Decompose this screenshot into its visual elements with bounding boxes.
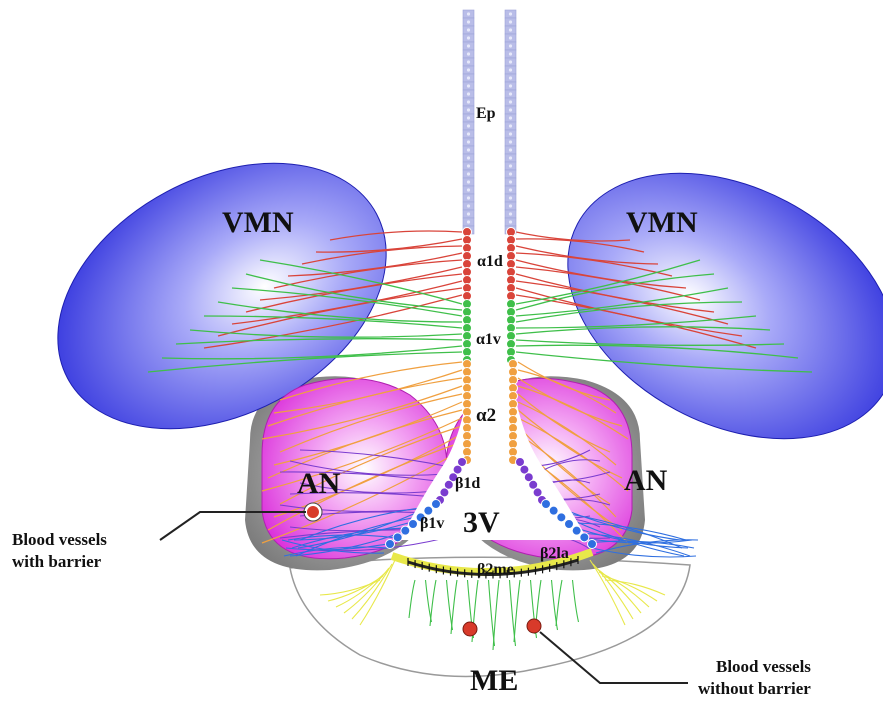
label-ep: Ep [476, 105, 496, 122]
ependymal-nucleus [509, 164, 512, 167]
ependymal-nucleus [467, 28, 470, 31]
label-beta2me: β2me [477, 561, 514, 578]
annotation-without-barrier-1: Blood vessels [716, 657, 811, 676]
ependymal-nucleus [467, 68, 470, 71]
tanycyte-cell [401, 526, 410, 535]
annotation-with-barrier-1: Blood vessels [12, 530, 107, 549]
ependymal-nucleus [467, 60, 470, 63]
ependymal-nucleus [467, 148, 470, 151]
label-vmn-left: VMN [222, 206, 294, 239]
ependymal-nucleus [467, 156, 470, 159]
ependymal-nucleus [467, 44, 470, 47]
label-vmn-right: VMN [626, 206, 698, 239]
ependymal-nucleus [467, 180, 470, 183]
ependymal-nucleus [509, 68, 512, 71]
ependymal-nucleus [509, 156, 512, 159]
ependymal-nucleus [509, 44, 512, 47]
ependymal-nucleus [509, 20, 512, 23]
ependymal-nucleus [467, 164, 470, 167]
ependymal-nucleus [467, 116, 470, 119]
tanycyte-cell [542, 500, 551, 509]
ependymal-nucleus [509, 52, 512, 55]
ependymal-nucleus [467, 212, 470, 215]
ependymal-nucleus [467, 100, 470, 103]
ependymal-nucleus [467, 196, 470, 199]
ependymal-nucleus [509, 196, 512, 199]
ependymal-nucleus [467, 172, 470, 175]
label-an-left: AN [297, 467, 341, 500]
tanycyte-cell [549, 506, 558, 515]
ependymal-nucleus [509, 212, 512, 215]
ependymal-nucleus [509, 172, 512, 175]
ependymal-nucleus [467, 220, 470, 223]
annotation-without-barrier-2: without barrier [698, 679, 811, 698]
ependymal-nucleus [509, 12, 512, 15]
label-an-right: AN [624, 464, 668, 497]
vessel-with-barrier [304, 503, 322, 521]
vessel-without-barrier-1 [463, 622, 477, 636]
tanycyte-cell [565, 520, 574, 529]
ependymal-nucleus [509, 76, 512, 79]
label-3v: 3V [463, 506, 500, 539]
ependymal-nucleus [467, 36, 470, 39]
label-alpha2: α2 [476, 405, 496, 426]
ependymal-nucleus [467, 204, 470, 207]
tanycyte-cell [557, 513, 566, 522]
ependymal-nucleus [509, 60, 512, 63]
tanycyte-cell [432, 500, 441, 509]
label-alpha1v: α1v [476, 331, 501, 348]
annotation-with-barrier-2: with barrier [12, 552, 102, 571]
ependymal-nucleus [509, 100, 512, 103]
tanycyte-cell [424, 506, 433, 515]
ependymal-nucleus [509, 28, 512, 31]
ependymal-nucleus [467, 52, 470, 55]
label-beta2la: β2la [540, 545, 569, 562]
ependymal-nucleus [467, 84, 470, 87]
tanycyte-cell [386, 540, 395, 549]
label-beta1v: β1v [420, 515, 444, 532]
label-me: ME [470, 664, 518, 697]
ependymal-nucleus [509, 124, 512, 127]
ependymal-nucleus [509, 220, 512, 223]
ependymal-nucleus [509, 36, 512, 39]
tanycyte-cell [580, 533, 589, 542]
ependymal-nucleus [509, 188, 512, 191]
ependymal-nucleus [509, 204, 512, 207]
ependymal-nucleus [467, 12, 470, 15]
tanycyte-cell [409, 520, 418, 529]
label-beta1d: β1d [455, 475, 480, 492]
ependymal-nucleus [509, 148, 512, 151]
ependymal-nucleus [467, 108, 470, 111]
tanycyte-cell [572, 526, 581, 535]
ependymal-nucleus [509, 92, 512, 95]
ependymal-nucleus [509, 140, 512, 143]
vessel-without-barrier-2 [527, 619, 541, 633]
ependymal-nucleus [509, 132, 512, 135]
ependymal-nucleus [509, 84, 512, 87]
ependymal-nucleus [467, 92, 470, 95]
ependymal-nucleus [509, 116, 512, 119]
ependymal-nucleus [467, 124, 470, 127]
tanycyte-cell [588, 540, 597, 549]
ependymal-nucleus [467, 20, 470, 23]
ependymal-nucleus [467, 188, 470, 191]
tanycyte-cell [393, 533, 402, 542]
ependymal-nucleus [467, 132, 470, 135]
ependymal-nucleus [509, 108, 512, 111]
ependymal-nucleus [467, 76, 470, 79]
ependymal-nucleus [467, 140, 470, 143]
ependymal-nucleus [509, 180, 512, 183]
label-alpha1d: α1d [477, 253, 503, 270]
